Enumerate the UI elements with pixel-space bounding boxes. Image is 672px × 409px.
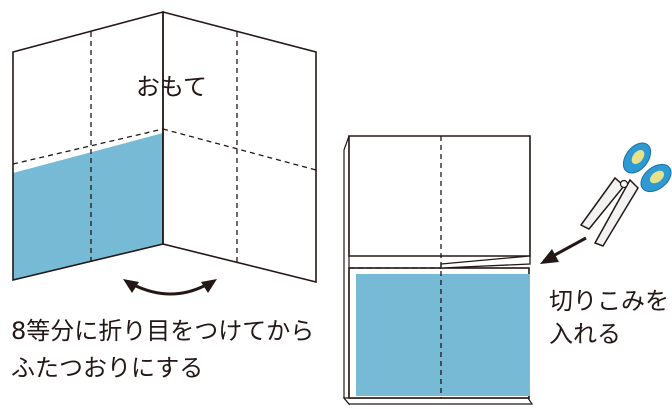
crease-lines (12, 32, 317, 262)
curved-double-arrow-icon (123, 279, 217, 296)
arrow-icon (540, 236, 587, 264)
step1-caption-line1: 8等分に折り目をつけてから (11, 317, 314, 345)
back-layer-bottom (342, 397, 534, 405)
scissors-icon (579, 142, 672, 247)
right-page (162, 10, 317, 284)
step2-caption-line1: 切りこみを (549, 287, 669, 315)
shaded-panels (13, 133, 163, 280)
upper-half (348, 135, 531, 257)
step1-caption-line2: ふたつおりにする (11, 354, 203, 382)
folded-sheet (342, 135, 534, 406)
cut-notch (440, 255, 531, 269)
shaded-bottom-panels (356, 274, 530, 396)
left-page (12, 10, 164, 282)
step2-caption-line2: 入れる (549, 320, 621, 348)
folded-crease-lines (349, 136, 442, 398)
open-folded-sheet: おもて (12, 10, 317, 284)
front-side-label: おもて (136, 73, 207, 101)
